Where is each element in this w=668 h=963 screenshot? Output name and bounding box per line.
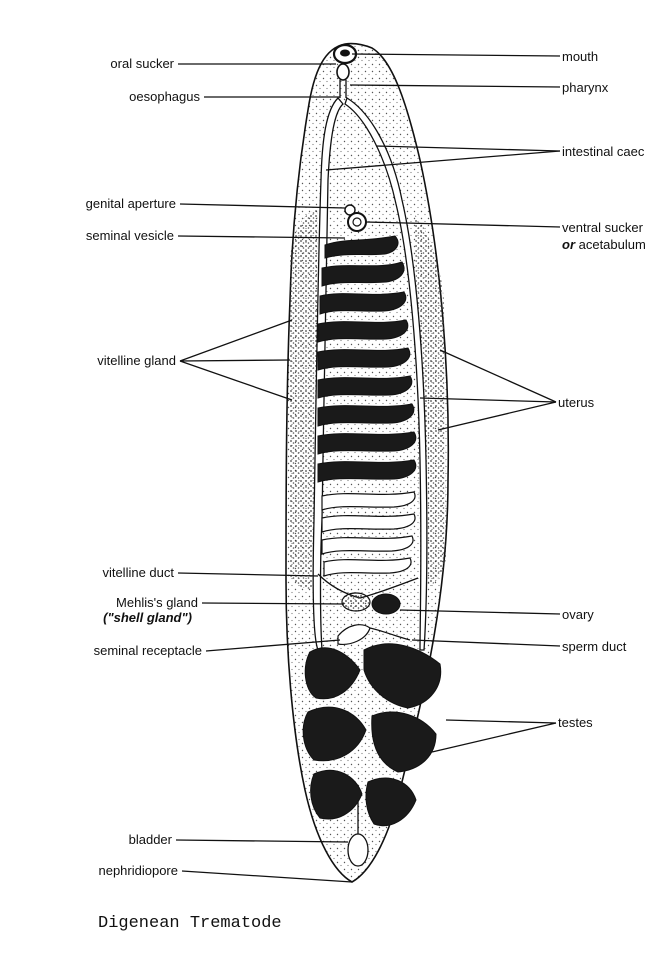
leader-bladder <box>175 839 349 843</box>
label-testes: testes <box>558 715 593 730</box>
mouth-opening <box>340 49 350 57</box>
label-vitelline-gland: vitelline gland <box>97 353 176 368</box>
testes-shape <box>302 643 442 827</box>
label-bladder: bladder <box>129 832 173 847</box>
leader-vitelline-gland-3 <box>179 360 293 401</box>
leader-intestinal-caec-2 <box>325 150 561 171</box>
leader-seminal-receptacle <box>205 639 341 652</box>
label-seminal-vesicle: seminal vesicle <box>86 228 174 243</box>
leader-seminal-vesicle <box>177 235 346 239</box>
leader-vitelline-gland-2 <box>179 359 291 362</box>
sperm-duct-shape <box>369 627 411 641</box>
label-vitelline-duct: vitelline duct <box>102 565 174 580</box>
leader-sperm-duct <box>411 639 561 647</box>
seminal-receptacle-shape <box>337 624 371 645</box>
diagram-caption: Digenean Trematode <box>98 914 282 933</box>
leader-uterus-2 <box>419 397 557 403</box>
leader-mehlis-gland <box>201 602 345 605</box>
label-seminal-receptacle: seminal receptacle <box>94 643 202 658</box>
leader-pharynx <box>349 84 561 88</box>
leader-intestinal-caec-1 <box>375 145 561 152</box>
leader-nephridiopore <box>181 870 353 883</box>
label-nephridiopore: nephridiopore <box>98 863 178 878</box>
bladder-shape <box>347 833 369 867</box>
label-mouth: mouth <box>562 49 598 64</box>
leader-uterus-1 <box>439 349 557 403</box>
label-sperm-duct: sperm duct <box>562 639 627 654</box>
label-intestinal-caec: intestinal caec <box>562 144 645 159</box>
leader-vitelline-duct <box>177 572 319 577</box>
uterus-coils <box>317 235 417 483</box>
leader-genital-aperture <box>179 203 346 209</box>
pharynx-shape <box>336 63 350 81</box>
uterus-coils-light <box>321 491 416 577</box>
label-acetabulum: or acetabulum <box>562 237 646 252</box>
oesophagus-shape <box>339 80 347 98</box>
leader-testes-1 <box>445 719 557 724</box>
ventral-sucker-inner <box>352 217 362 227</box>
leader-ventral-sucker <box>365 221 561 228</box>
leader-testes-2 <box>431 722 557 753</box>
label-oesophagus: oesophagus <box>129 89 200 104</box>
ovary-shape <box>371 593 401 615</box>
label-pharynx: pharynx <box>562 80 609 95</box>
mehlis-gland-shape <box>341 592 371 612</box>
intestinal-caecum-right <box>344 97 428 651</box>
ventral-sucker-shape <box>347 212 367 232</box>
label-ovary: ovary <box>562 607 594 622</box>
label-uterus: uterus <box>558 395 595 410</box>
vitelline-band-left <box>290 210 318 590</box>
leader-uterus-3 <box>437 401 557 431</box>
leader-mouth <box>351 53 561 57</box>
label-oral-sucker: oral sucker <box>110 56 174 71</box>
leader-ovary <box>399 609 561 615</box>
label-shell-gland: ("shell gland") <box>103 610 192 625</box>
label-genital-aperture: genital aperture <box>86 196 176 211</box>
leader-vitelline-gland-1 <box>179 319 293 362</box>
label-mehlis-gland: Mehlis's gland <box>116 595 198 610</box>
label-ventral-sucker: ventral sucker <box>562 220 644 235</box>
